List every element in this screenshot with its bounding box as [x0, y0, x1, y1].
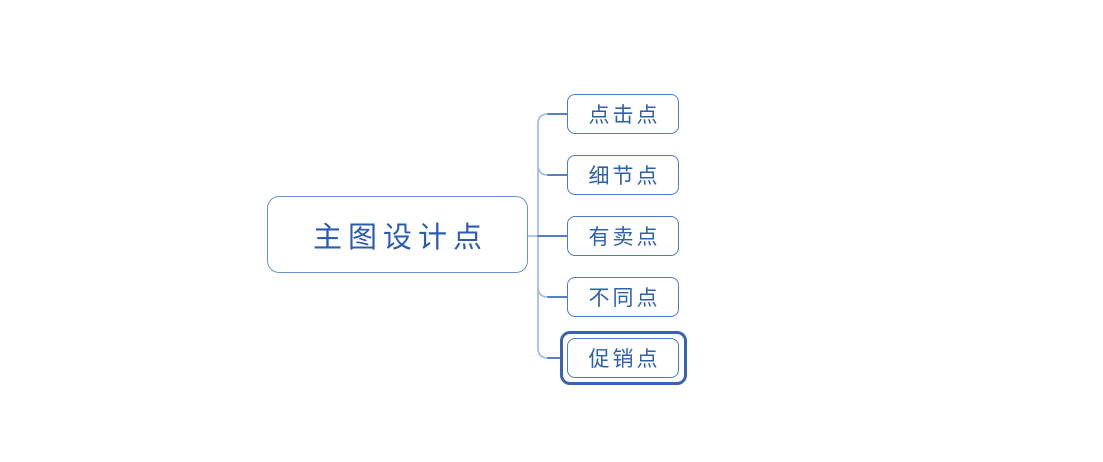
subtopic-label-5: 促销点	[588, 347, 661, 371]
subtopic-label-2: 细节点	[588, 164, 661, 188]
root-topic-node[interactable]: 主图设计点	[267, 196, 528, 273]
root-topic-label: 主图设计点	[312, 221, 488, 254]
subtopic-label-1: 点击点	[588, 103, 661, 127]
subtopic-node-3[interactable]: 有卖点	[567, 216, 679, 256]
subtopic-label-4: 不同点	[588, 286, 661, 310]
subtopic-label-3: 有卖点	[588, 225, 661, 249]
connector-branches	[537, 113, 568, 359]
connector-spine	[527, 113, 549, 359]
subtopic-node-4[interactable]: 不同点	[567, 277, 679, 317]
subtopic-node-1[interactable]: 点击点	[567, 94, 679, 134]
subtopic-node-2[interactable]: 细节点	[567, 155, 679, 195]
subtopic-node-5-selected[interactable]: 促销点	[567, 338, 679, 378]
